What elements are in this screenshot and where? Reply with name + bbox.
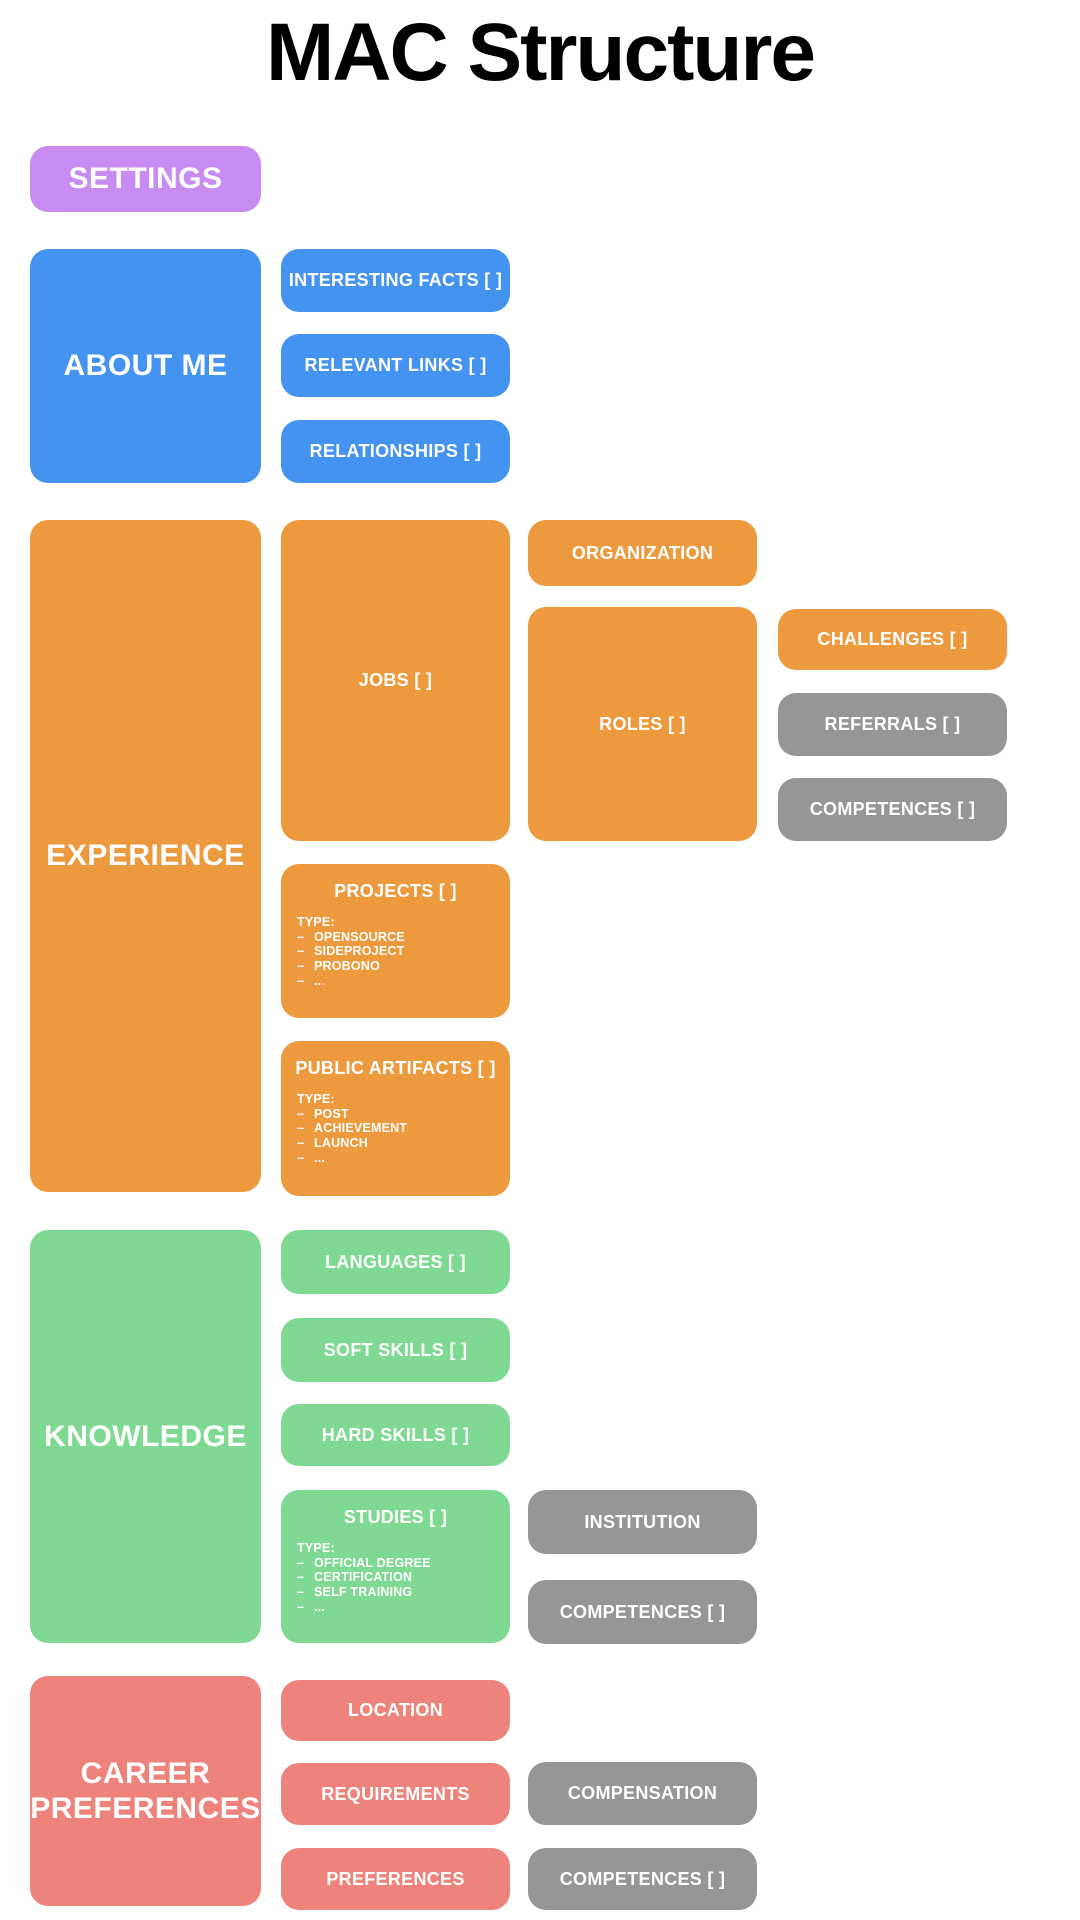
node-career-competences-label: COMPETENCES [ ] — [559, 1868, 726, 1889]
node-hard-skills-label: HARD SKILLS [ ] — [321, 1424, 470, 1445]
node-organization-label: ORGANIZATION — [571, 542, 714, 563]
projects-type-list: TYPE: –OPENSOURCE –SIDEPROJECT –PROBONO … — [297, 915, 496, 988]
node-about-me: ABOUT ME — [30, 249, 261, 483]
node-roles: ROLES [ ] — [528, 607, 757, 841]
node-jobs-label: JOBS [ ] — [358, 670, 433, 690]
type-heading: TYPE: — [297, 915, 335, 929]
node-relevant-links-label: RELEVANT LINKS [ ] — [304, 355, 487, 375]
node-referrals: REFERRALS [ ] — [778, 693, 1007, 756]
node-preferences: PREFERENCES — [281, 1848, 510, 1910]
node-roles-competences: COMPETENCES [ ] — [778, 778, 1007, 841]
type-item: –PROBONO — [297, 958, 380, 973]
node-roles-label: ROLES [ ] — [599, 713, 686, 734]
node-referrals-label: REFERRALS [ ] — [824, 714, 961, 734]
node-career-preferences: CAREER PREFERENCES — [30, 1676, 261, 1906]
type-item: –LAUNCH — [297, 1135, 368, 1150]
node-public-artifacts-label: PUBLIC ARTIFACTS [ ] — [295, 1058, 496, 1078]
node-soft-skills: SOFT SKILLS [ ] — [281, 1318, 510, 1382]
type-heading: TYPE: — [297, 1541, 335, 1555]
node-knowledge-label: KNOWLEDGE — [44, 1419, 247, 1453]
type-item: –ACHIEVEMENT — [297, 1121, 408, 1136]
node-experience: EXPERIENCE — [30, 520, 261, 1192]
node-relationships: RELATIONSHIPS [ ] — [281, 420, 510, 483]
node-career-preferences-label: CAREER PREFERENCES — [30, 1756, 261, 1825]
type-item: –POST — [297, 1106, 349, 1121]
node-settings: SETTINGS — [30, 146, 261, 212]
type-item: –OFFICIAL DEGREE — [297, 1555, 431, 1570]
node-challenges: CHALLENGES [ ] — [778, 609, 1007, 670]
node-career-competences: COMPETENCES [ ] — [528, 1848, 757, 1910]
type-item: –... — [297, 973, 326, 988]
node-studies: STUDIES [ ] TYPE: –OFFICIAL DEGREE –CERT… — [281, 1490, 510, 1643]
type-item: –... — [297, 1150, 326, 1165]
node-organization: ORGANIZATION — [528, 520, 757, 586]
node-institution-label: INSTITUTION — [584, 1511, 701, 1532]
node-knowledge: KNOWLEDGE — [30, 1230, 261, 1643]
node-about-me-label: ABOUT ME — [63, 349, 228, 383]
type-item: –SELF TRAINING — [297, 1584, 413, 1599]
node-jobs: JOBS [ ] — [281, 520, 510, 841]
node-studies-competences: COMPETENCES [ ] — [528, 1580, 757, 1644]
node-roles-competences-label: COMPETENCES [ ] — [809, 799, 976, 819]
node-settings-label: SETTINGS — [68, 162, 223, 196]
type-item: –... — [297, 1599, 326, 1614]
node-compensation-label: COMPENSATION — [567, 1783, 718, 1803]
page-title: MAC Structure — [265, 7, 816, 98]
node-projects-label: PROJECTS [ ] — [334, 881, 457, 901]
type-item: –SIDEPROJECT — [297, 944, 405, 959]
node-relevant-links: RELEVANT LINKS [ ] — [281, 334, 510, 397]
node-institution: INSTITUTION — [528, 1490, 757, 1554]
node-languages-label: LANGUAGES [ ] — [325, 1251, 466, 1272]
node-experience-label: EXPERIENCE — [46, 839, 245, 873]
type-heading: TYPE: — [297, 1092, 335, 1106]
node-relationships-label: RELATIONSHIPS [ ] — [309, 441, 482, 461]
node-requirements: REQUIREMENTS — [281, 1763, 510, 1825]
node-hard-skills: HARD SKILLS [ ] — [281, 1404, 510, 1466]
type-item: –OPENSOURCE — [297, 929, 405, 944]
node-studies-competences-label: COMPETENCES [ ] — [559, 1601, 726, 1622]
node-soft-skills-label: SOFT SKILLS [ ] — [323, 1339, 468, 1360]
node-interesting-facts: INTERESTING FACTS [ ] — [281, 249, 510, 312]
studies-type-list: TYPE: –OFFICIAL DEGREE –CERTIFICATION –S… — [297, 1541, 496, 1614]
node-preferences-label: PREFERENCES — [326, 1868, 465, 1889]
node-interesting-facts-label: INTERESTING FACTS [ ] — [288, 270, 503, 290]
type-item: –CERTIFICATION — [297, 1570, 413, 1585]
node-location: LOCATION — [281, 1680, 510, 1741]
node-compensation: COMPENSATION — [528, 1762, 757, 1825]
node-studies-label: STUDIES [ ] — [343, 1507, 448, 1527]
node-challenges-label: CHALLENGES [ ] — [817, 629, 968, 649]
node-requirements-label: REQUIREMENTS — [321, 1783, 470, 1804]
node-projects: PROJECTS [ ] TYPE: –OPENSOURCE –SIDEPROJ… — [281, 864, 510, 1018]
node-public-artifacts: PUBLIC ARTIFACTS [ ] TYPE: –POST –ACHIEV… — [281, 1041, 510, 1196]
node-location-label: LOCATION — [347, 1700, 444, 1720]
node-languages: LANGUAGES [ ] — [281, 1230, 510, 1294]
public-artifacts-type-list: TYPE: –POST –ACHIEVEMENT –LAUNCH –... — [297, 1092, 496, 1165]
